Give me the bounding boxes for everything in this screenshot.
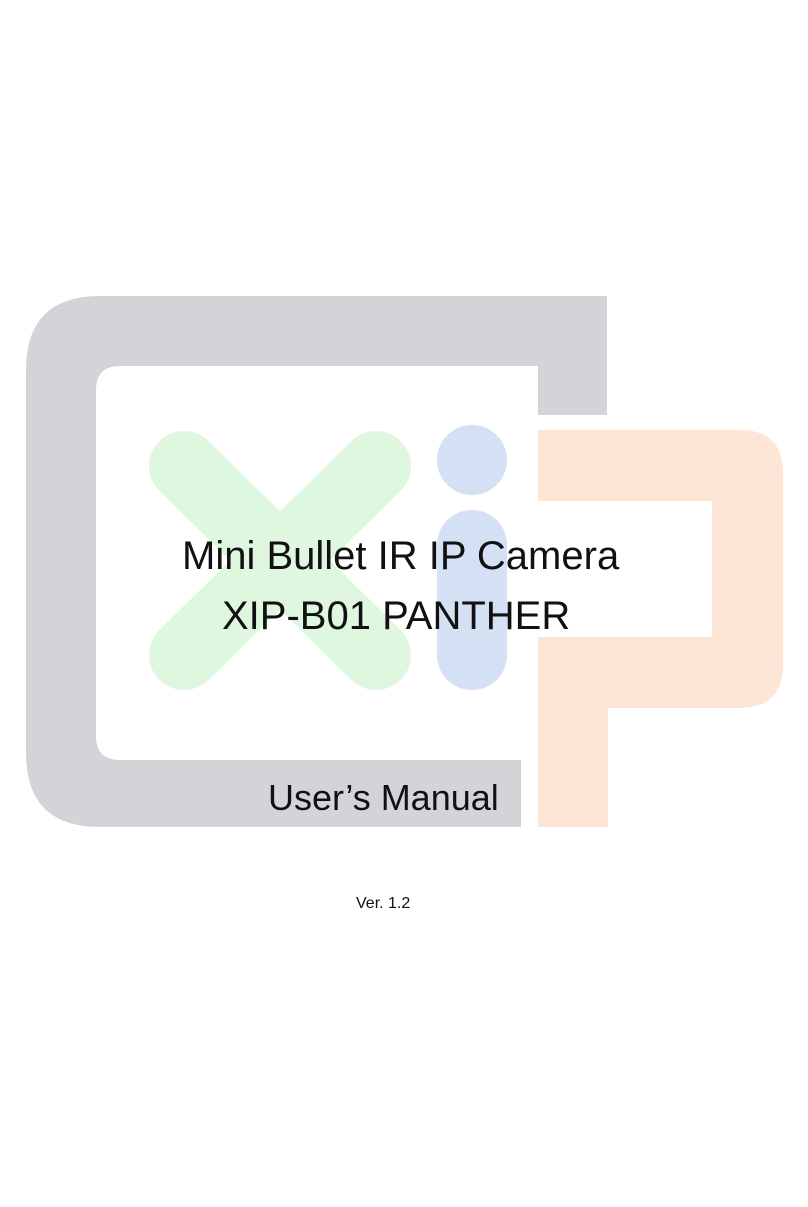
product-model: XIP-B01 PANTHER: [222, 594, 571, 638]
logo-p-shape: [538, 430, 783, 827]
manual-title: User’s Manual: [268, 777, 499, 818]
logo-i-stem: [437, 510, 507, 690]
logo-i-dot: [437, 425, 507, 495]
logo-x-stroke-b: [149, 431, 411, 690]
logo-frame-shape: [26, 296, 607, 827]
product-name: Mini Bullet IR IP Camera: [182, 534, 620, 578]
version-label: Ver. 1.2: [356, 895, 411, 912]
